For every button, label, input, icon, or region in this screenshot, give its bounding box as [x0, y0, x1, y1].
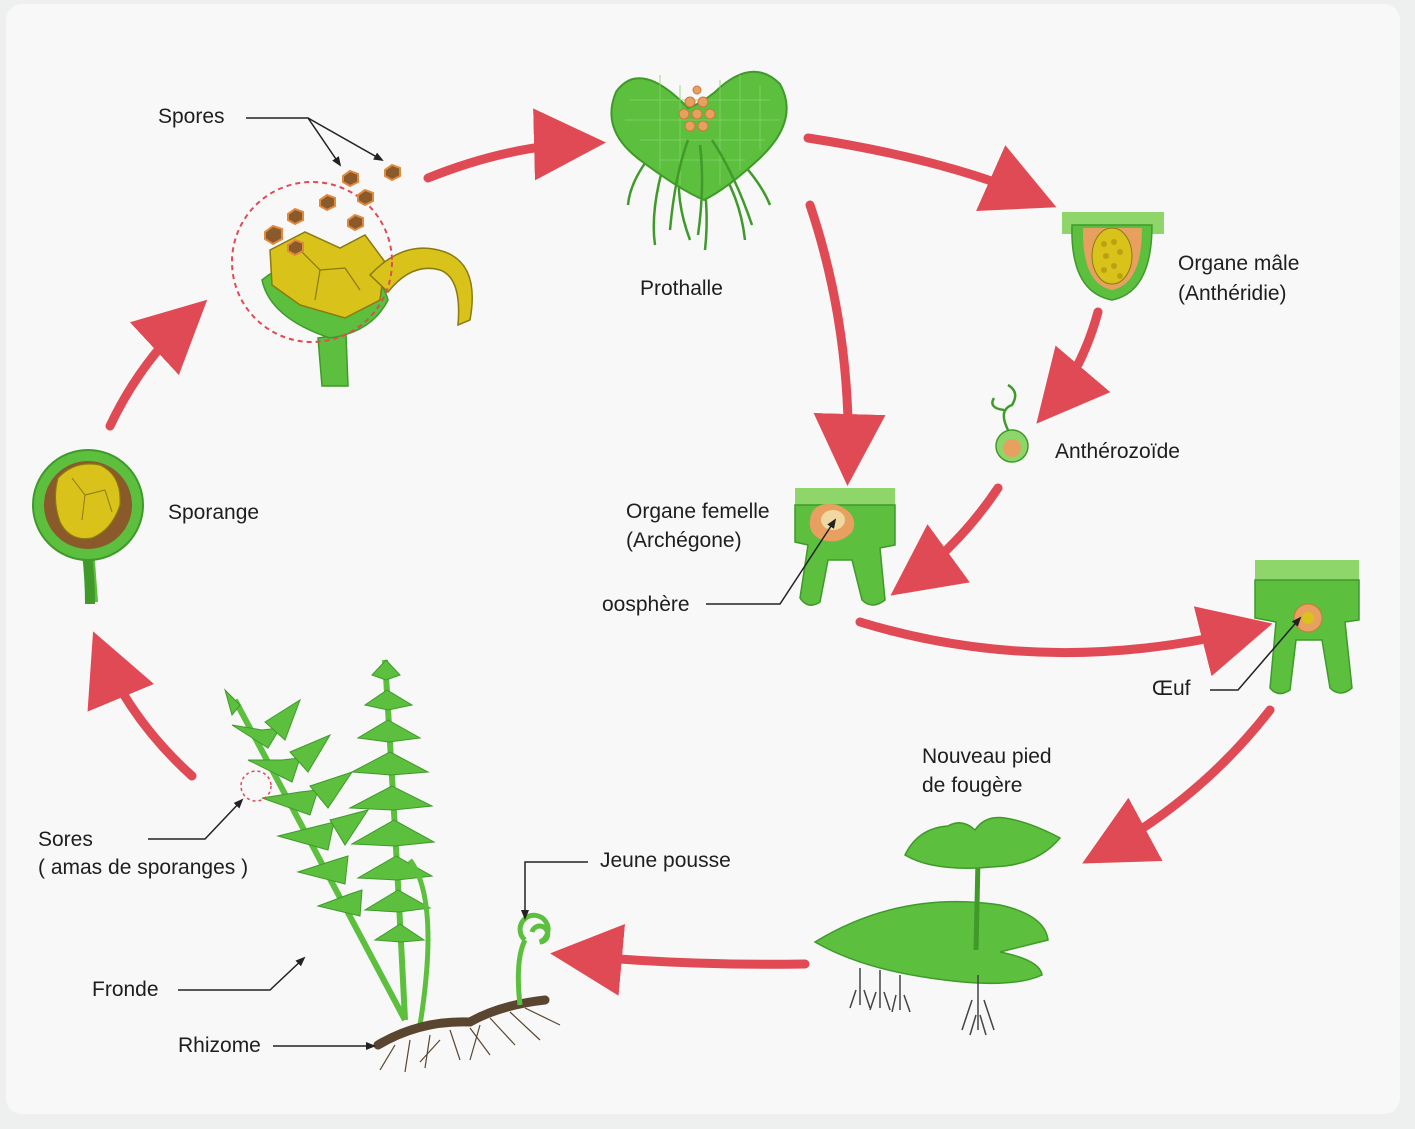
label-spores: Spores [158, 102, 225, 131]
label-antheridie: (Anthéridie) [1178, 279, 1287, 308]
label-oeuf: Œuf [1152, 674, 1191, 703]
label-oosphere: oosphère [602, 590, 690, 619]
label-nouveau-pied: Nouveau pied [922, 742, 1052, 771]
label-organe-femelle: Organe femelle [626, 497, 770, 526]
label-sporange: Sporange [168, 498, 259, 527]
label-jeune-pousse: Jeune pousse [600, 846, 731, 875]
label-sores: Sores [38, 825, 93, 854]
label-de-fougere: de fougère [922, 771, 1022, 800]
label-fronde: Fronde [92, 975, 159, 1004]
label-rhizome: Rhizome [178, 1031, 261, 1060]
label-antherozoide: Anthérozoïde [1055, 437, 1180, 466]
label-prothalle: Prothalle [640, 274, 723, 303]
label-amas-de-sporanges: ( amas de sporanges ) [38, 853, 248, 882]
label-archegone: (Archégone) [626, 526, 742, 555]
label-organe-male: Organe mâle [1178, 249, 1299, 278]
